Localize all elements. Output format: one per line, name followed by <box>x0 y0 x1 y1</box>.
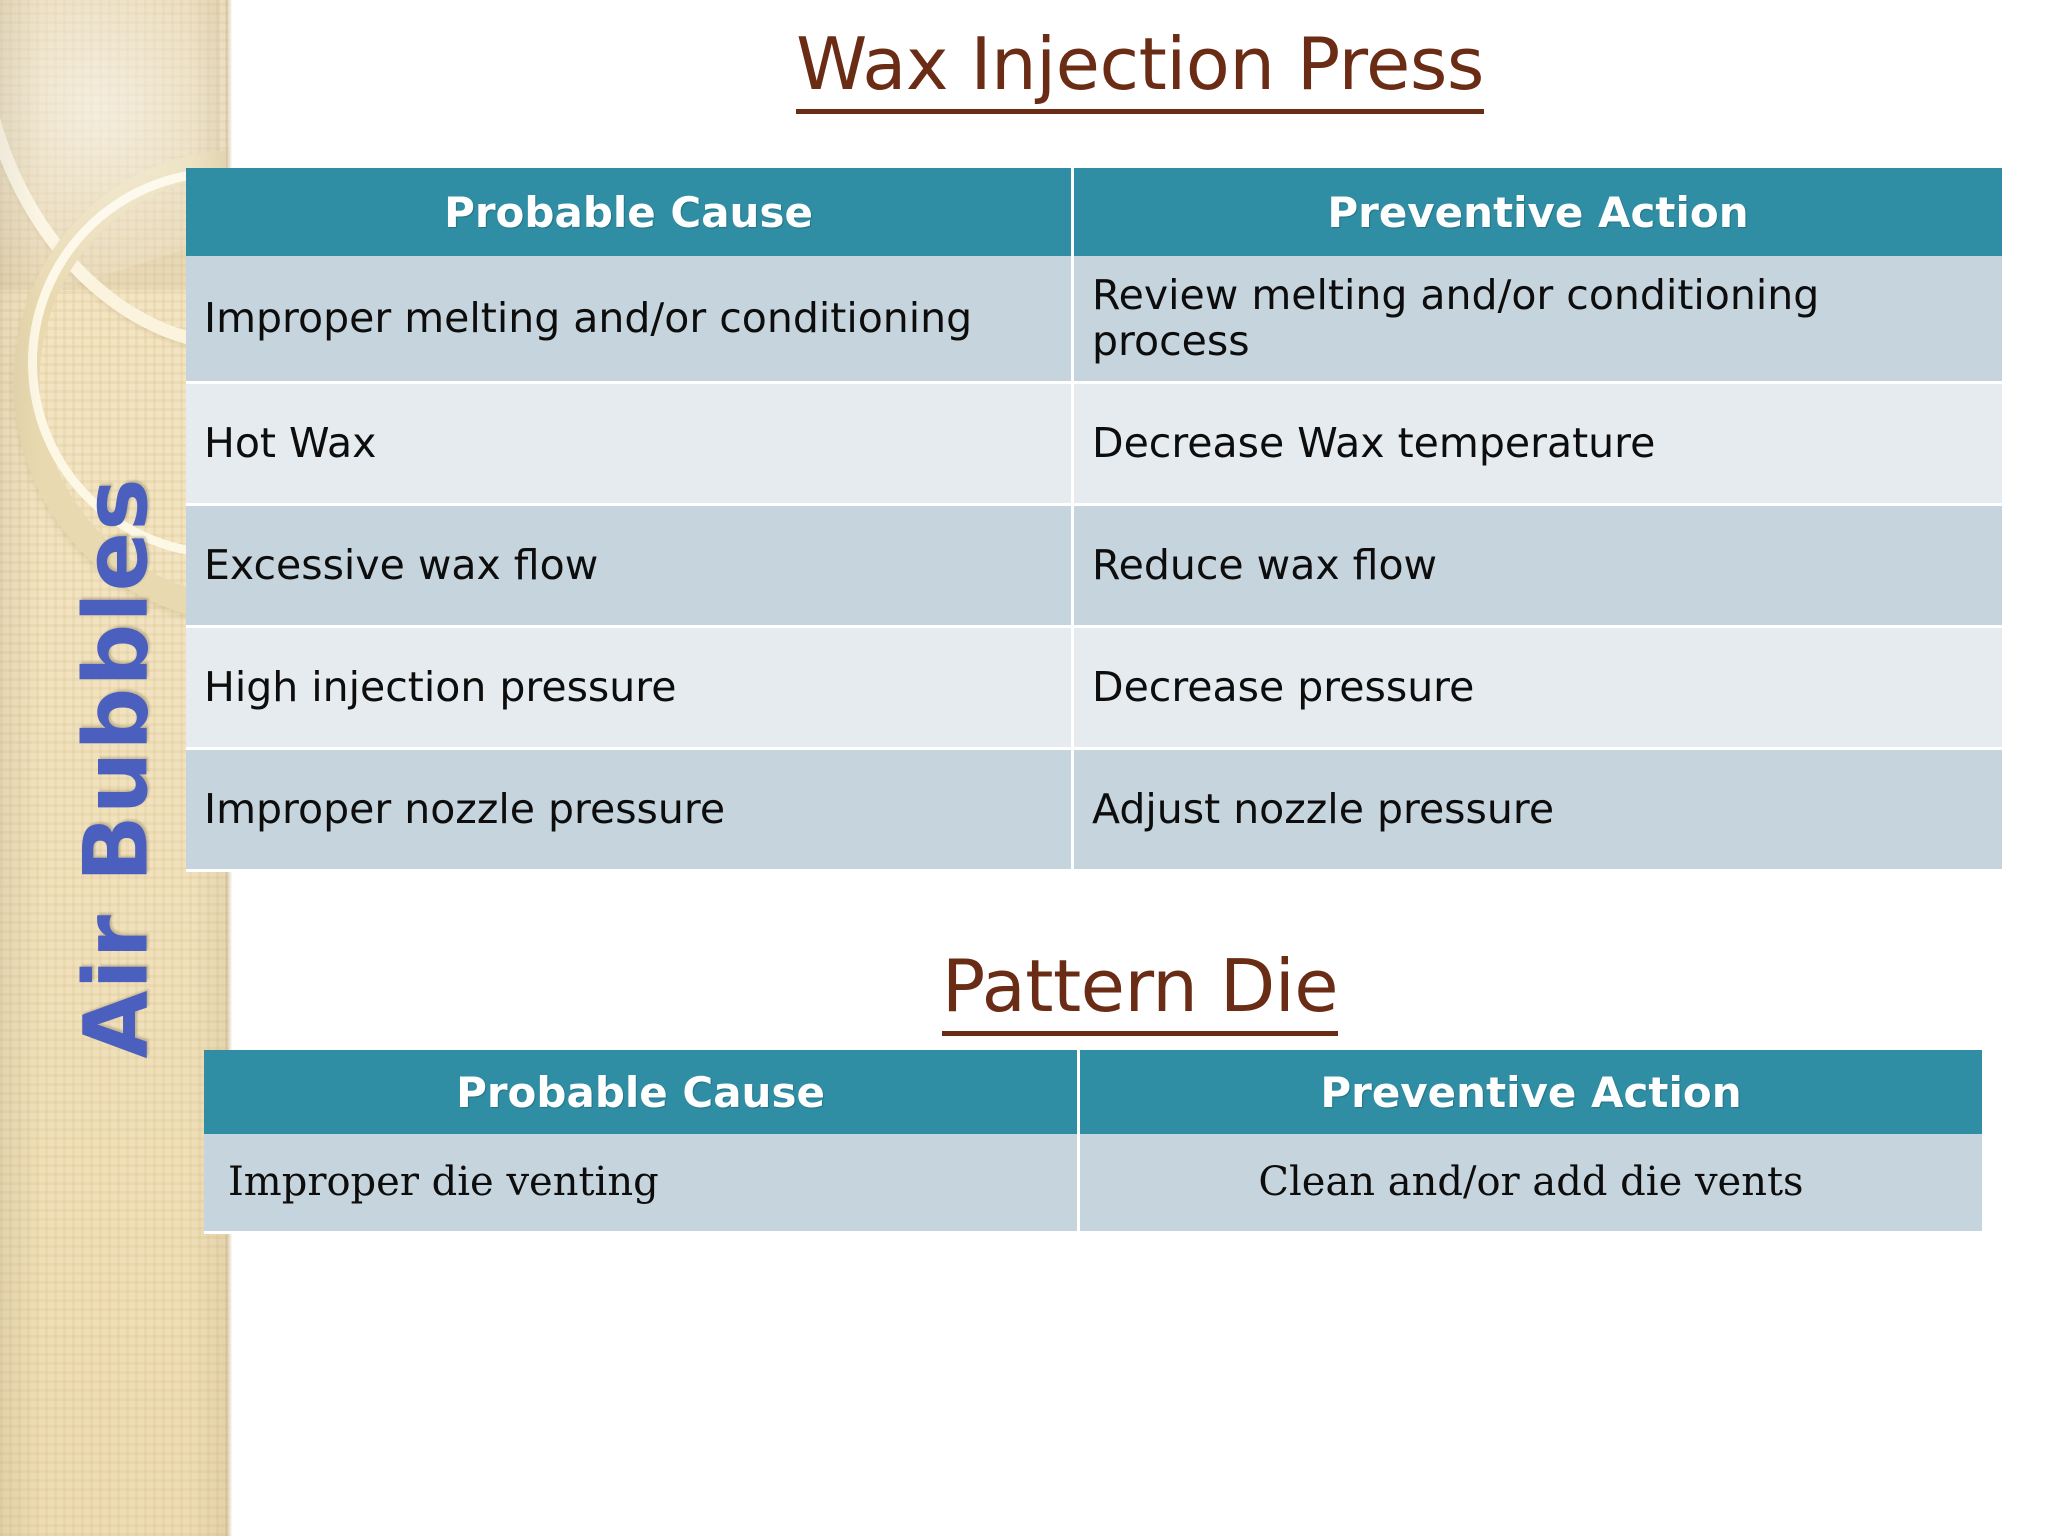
column-header-probable-cause: Probable Cause <box>186 168 1074 256</box>
table-header-row: Probable Cause Preventive Action <box>204 1050 1982 1134</box>
table-row: High injection pressure Decrease pressur… <box>186 628 2002 750</box>
table-header-row: Probable Cause Preventive Action <box>186 168 2002 256</box>
section-title-die-text: Pattern Die <box>941 944 1339 1036</box>
cell-probable-cause: Excessive wax flow <box>186 506 1074 628</box>
section-title-wax-injection-press: Wax Injection Press <box>232 22 2048 114</box>
table-die-body: Improper die venting Clean and/or add di… <box>204 1134 1982 1234</box>
cell-preventive-action: Reduce wax flow <box>1074 506 2002 628</box>
cell-probable-cause: Improper melting and/or conditioning <box>186 256 1074 384</box>
section-title-wax-text: Wax Injection Press <box>796 22 1484 114</box>
table-wax-injection-press: Probable Cause Preventive Action Imprope… <box>186 168 2002 872</box>
table-row: Improper nozzle pressure Adjust nozzle p… <box>186 750 2002 872</box>
table-pattern-die: Probable Cause Preventive Action Imprope… <box>204 1050 1982 1234</box>
table-die-header: Probable Cause Preventive Action <box>204 1050 1982 1134</box>
cell-preventive-action: Clean and/or add die vents <box>1080 1134 1982 1234</box>
slide-body: Wax Injection Press Probable Cause Preve… <box>186 0 2048 1536</box>
table-row: Excessive wax flow Reduce wax flow <box>186 506 2002 628</box>
cell-preventive-action: Adjust nozzle pressure <box>1074 750 2002 872</box>
cell-preventive-action: Decrease Wax temperature <box>1074 384 2002 506</box>
column-header-preventive-action: Preventive Action <box>1080 1050 1982 1134</box>
cell-probable-cause: Improper die venting <box>204 1134 1080 1234</box>
cell-probable-cause: Hot Wax <box>186 384 1074 506</box>
cell-preventive-action: Review melting and/or conditioning proce… <box>1074 256 2002 384</box>
table-row: Hot Wax Decrease Wax temperature <box>186 384 2002 506</box>
section-title-pattern-die: Pattern Die <box>232 944 2048 1036</box>
column-header-preventive-action: Preventive Action <box>1074 168 2002 256</box>
table-wax-header: Probable Cause Preventive Action <box>186 168 2002 256</box>
sidebar-vertical-title: Air Bubbles <box>64 477 168 1059</box>
cell-probable-cause: High injection pressure <box>186 628 1074 750</box>
table-row: Improper melting and/or conditioning Rev… <box>186 256 2002 384</box>
column-header-probable-cause: Probable Cause <box>204 1050 1080 1134</box>
table-row: Improper die venting Clean and/or add di… <box>204 1134 1982 1234</box>
cell-preventive-action: Decrease pressure <box>1074 628 2002 750</box>
table-wax-body: Improper melting and/or conditioning Rev… <box>186 256 2002 872</box>
cell-probable-cause: Improper nozzle pressure <box>186 750 1074 872</box>
